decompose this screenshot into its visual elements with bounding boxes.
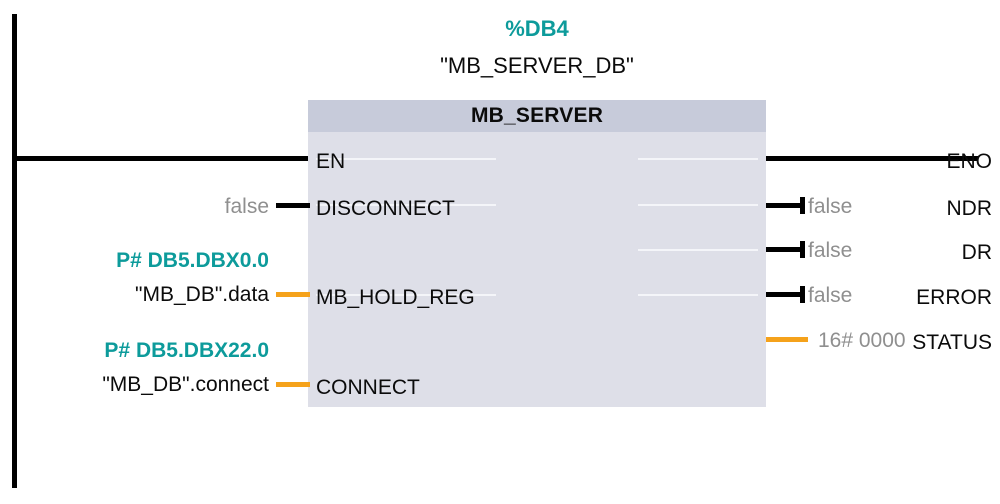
operand-value-status[interactable]: 16# 0000 xyxy=(818,329,906,352)
wire-connect[interactable] xyxy=(276,382,310,387)
pin-label-connect[interactable]: CONNECT xyxy=(316,376,420,399)
pin-label-error[interactable]: ERROR xyxy=(916,286,992,309)
operand-value-disconnect[interactable]: false xyxy=(224,195,269,218)
wire-status[interactable] xyxy=(766,337,808,342)
row-separator xyxy=(316,204,496,206)
wire-error[interactable] xyxy=(766,292,804,297)
wire-terminator-error xyxy=(800,286,805,303)
wire-ndr[interactable] xyxy=(766,203,804,208)
pin-label-mb-hold-reg[interactable]: MB_HOLD_REG xyxy=(316,286,475,309)
operand-address-mb-hold-reg[interactable]: P# DB5.DBX0.0 xyxy=(116,249,269,272)
function-block-mb-server[interactable]: MB_SERVER xyxy=(308,100,766,407)
row-separator xyxy=(316,294,496,296)
row-separator xyxy=(638,294,758,296)
pin-label-en[interactable]: EN xyxy=(316,150,346,173)
wire-mb-hold-reg[interactable] xyxy=(276,292,310,297)
wire-dr[interactable] xyxy=(766,247,804,252)
block-title: MB_SERVER xyxy=(308,100,766,132)
row-separator xyxy=(638,158,758,160)
pin-label-disconnect[interactable]: DISCONNECT xyxy=(316,197,455,220)
block-body xyxy=(308,132,766,407)
wire-terminator-ndr xyxy=(800,197,805,214)
wire-terminator-dr xyxy=(800,241,805,258)
pin-label-dr[interactable]: DR xyxy=(961,241,992,264)
operand-symbol-mb-hold-reg[interactable]: "MB_DB".data xyxy=(135,283,269,306)
row-separator xyxy=(638,204,758,206)
pin-label-status[interactable]: STATUS xyxy=(912,331,992,354)
pin-label-eno[interactable]: ENO xyxy=(946,150,992,173)
wire-disconnect[interactable] xyxy=(276,203,310,208)
rung-wire-en[interactable] xyxy=(12,156,310,161)
instance-db-symbol: "MB_SERVER_DB" xyxy=(440,53,634,78)
rung-wire-eno[interactable] xyxy=(766,156,978,161)
pin-label-ndr[interactable]: NDR xyxy=(946,197,993,220)
row-separator xyxy=(316,158,496,160)
instance-db-number: %DB4 xyxy=(505,16,569,41)
power-rail xyxy=(12,14,17,488)
operand-symbol-connect[interactable]: "MB_DB".connect xyxy=(102,373,269,396)
operand-value-dr[interactable]: false xyxy=(808,239,853,262)
operand-value-ndr[interactable]: false xyxy=(808,195,853,218)
operand-address-connect[interactable]: P# DB5.DBX22.0 xyxy=(104,339,269,362)
row-separator xyxy=(638,249,758,251)
operand-value-error[interactable]: false xyxy=(808,284,853,307)
